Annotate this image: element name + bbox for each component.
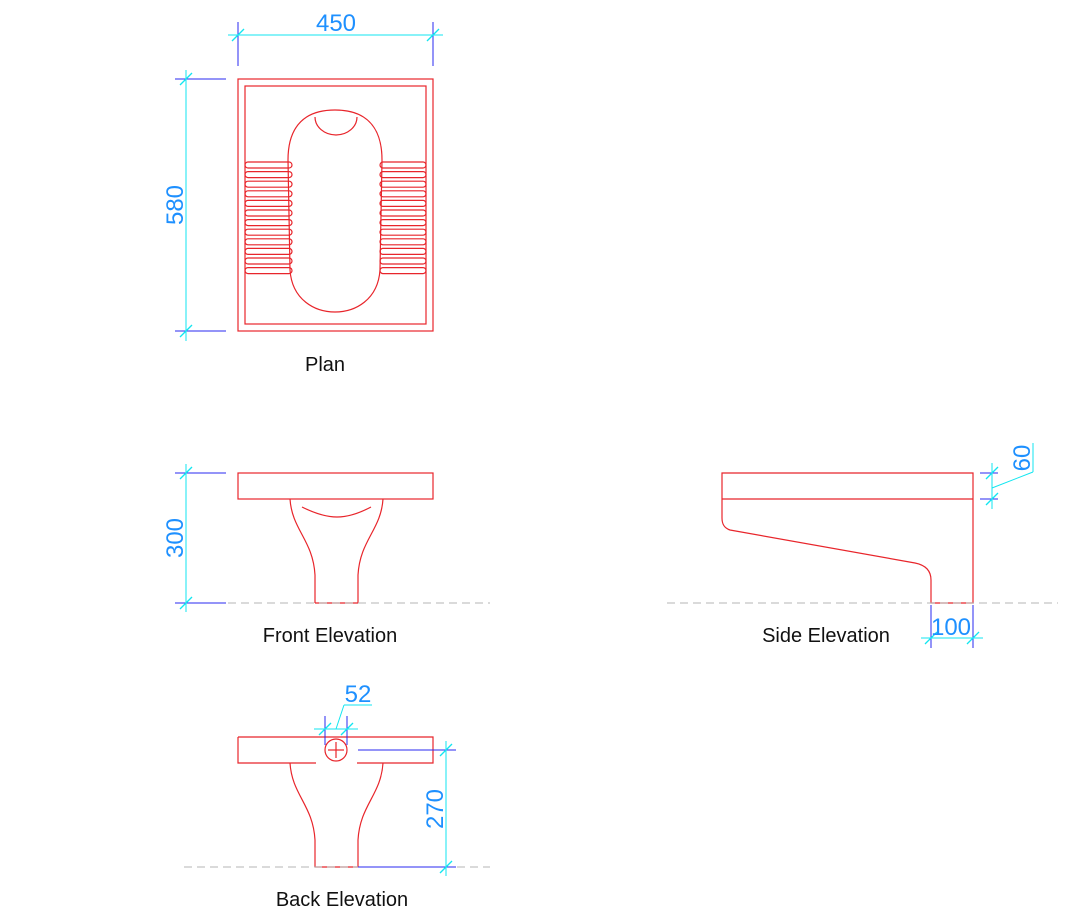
foot-grip-ridge-right [379,228,427,236]
back-height-dimension: 270 [358,741,456,876]
side-profile [721,472,974,604]
plan-width-label: 450 [316,10,356,37]
front-elevation: 300 Front Elevation [162,464,490,647]
back-body-right [357,762,384,867]
foot-grip-ridge-right [379,257,427,265]
foot-grip-ridge-right [379,209,427,217]
plan-view: 450 580 Plan [162,10,443,376]
foot-grip-ridge-right [379,219,427,227]
foot-grip-ridge-right [379,247,427,255]
front-height-dimension: 300 [162,464,226,612]
back-elevation: 52 270 Back Elevation [184,681,490,911]
side-base-dimension: 100 [921,605,983,648]
foot-grip-ridge-right [379,199,427,207]
foot-grip-ridge-right [379,161,427,169]
foot-grip-ridge-left [244,171,293,179]
side-top-dimension: 60 [980,443,1036,509]
foot-grip-ridge-right [379,267,427,275]
foot-grip-ridge-right [379,190,427,198]
foot-grip-ridge-left [244,267,293,275]
foot-grip-ridge-left [244,247,293,255]
plan-hood-arc [314,116,358,136]
plan-title: Plan [305,354,345,376]
back-drain-dimension: 52 [314,681,372,745]
side-title: Side Elevation [762,625,890,647]
front-title: Front Elevation [263,625,398,647]
foot-grip-ridge-left [244,190,293,198]
foot-grip-ridge-left [244,161,293,169]
front-body-left [289,498,316,603]
plan-bowl [287,109,383,313]
back-title: Back Elevation [276,889,408,911]
foot-grip-ridge-right [379,238,427,246]
foot-grip-ridge-left [244,219,293,227]
side-base-label: 100 [931,614,971,641]
plan-foot-grips-right [379,161,427,275]
foot-grip-ridge-left [244,257,293,265]
foot-grip-ridge-right [379,171,427,179]
front-top-slab [237,472,434,500]
plan-depth-dimension: 580 [162,70,226,341]
back-drain-circle [324,738,348,762]
foot-grip-ridge-left [244,209,293,217]
foot-grip-ridge-right [379,180,427,188]
back-body-left [289,762,316,867]
plan-depth-label: 580 [162,185,189,225]
back-height-label: 270 [422,789,449,829]
plan-foot-grips-left [244,161,293,275]
side-elevation: 60 100 Side Elevation [667,443,1058,648]
foot-grip-ridge-left [244,238,293,246]
foot-grip-ridge-left [244,199,293,207]
foot-grip-ridge-left [244,180,293,188]
plan-width-dimension: 450 [228,10,443,66]
back-drain-label: 52 [345,681,372,708]
front-height-label: 300 [162,518,189,558]
plan-outer-outline [237,78,434,332]
front-body-right [357,498,384,603]
foot-grip-ridge-left [244,228,293,236]
side-top-label: 60 [1009,445,1036,472]
front-bowl-rim [301,506,372,518]
plan-inner-outline [244,85,427,325]
